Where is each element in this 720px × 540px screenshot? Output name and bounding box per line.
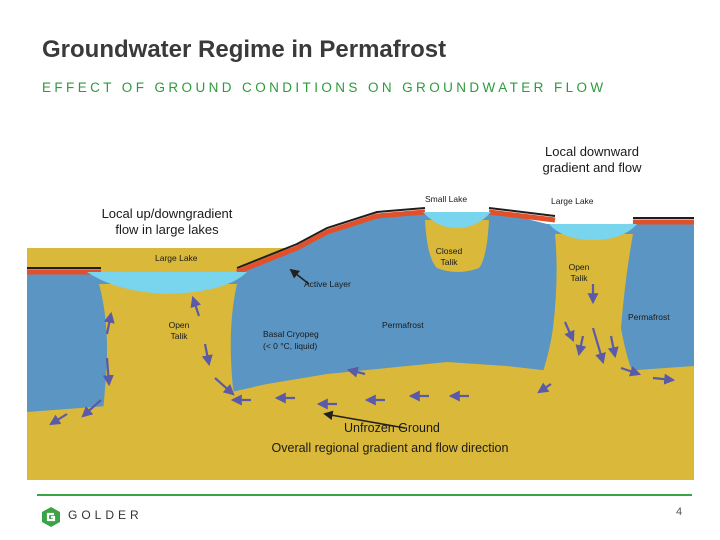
closed-talik: [425, 220, 489, 272]
label-basal-cryopeg: Basal Cryopeg: [263, 329, 319, 339]
slide-title: Groundwater Regime in Permafrost: [42, 36, 447, 63]
active-layer: [27, 209, 694, 275]
callout-right-large-lake: Local downward gradient and flow: [542, 144, 642, 175]
open-talik-left: [87, 284, 257, 480]
label-large-lake-left: Large Lake: [155, 253, 198, 263]
groundwater-cross-section: [27, 188, 694, 480]
label-active-layer: Active Layer: [304, 279, 351, 289]
label-closed-talik: Closed Talik: [435, 246, 463, 267]
label-permafrost-right: Permafrost: [628, 312, 670, 322]
small-lake: [423, 212, 491, 228]
label-cryopeg-note: (< 0 °C, liquid): [263, 341, 318, 351]
label-open-talik-left: Open Talik: [168, 320, 190, 341]
label-open-talik-right: Open Talik: [568, 262, 590, 283]
slide-subtitle: EFFECT OF GROUND CONDITIONS ON GROUNDWAT…: [42, 80, 607, 95]
large-lake-left: [87, 272, 247, 294]
label-permafrost-center: Permafrost: [382, 320, 424, 330]
large-lake-right: [549, 224, 637, 240]
page-number: 4: [676, 506, 683, 518]
callout-left-large-lake: Local up/downgradient flow in large lake…: [92, 206, 242, 238]
footer-divider: [37, 494, 692, 496]
label-unfrozen-ground: Unfrozen Ground: [344, 421, 440, 435]
flow-arrows: [49, 284, 676, 426]
golder-logo-icon: [42, 507, 60, 527]
callout-regional-flow: Overall regional gradient and flow direc…: [271, 441, 509, 455]
golder-logo-text: GOLDER: [68, 508, 143, 522]
label-large-lake-right: Large Lake: [551, 196, 594, 206]
label-small-lake: Small Lake: [425, 194, 468, 204]
